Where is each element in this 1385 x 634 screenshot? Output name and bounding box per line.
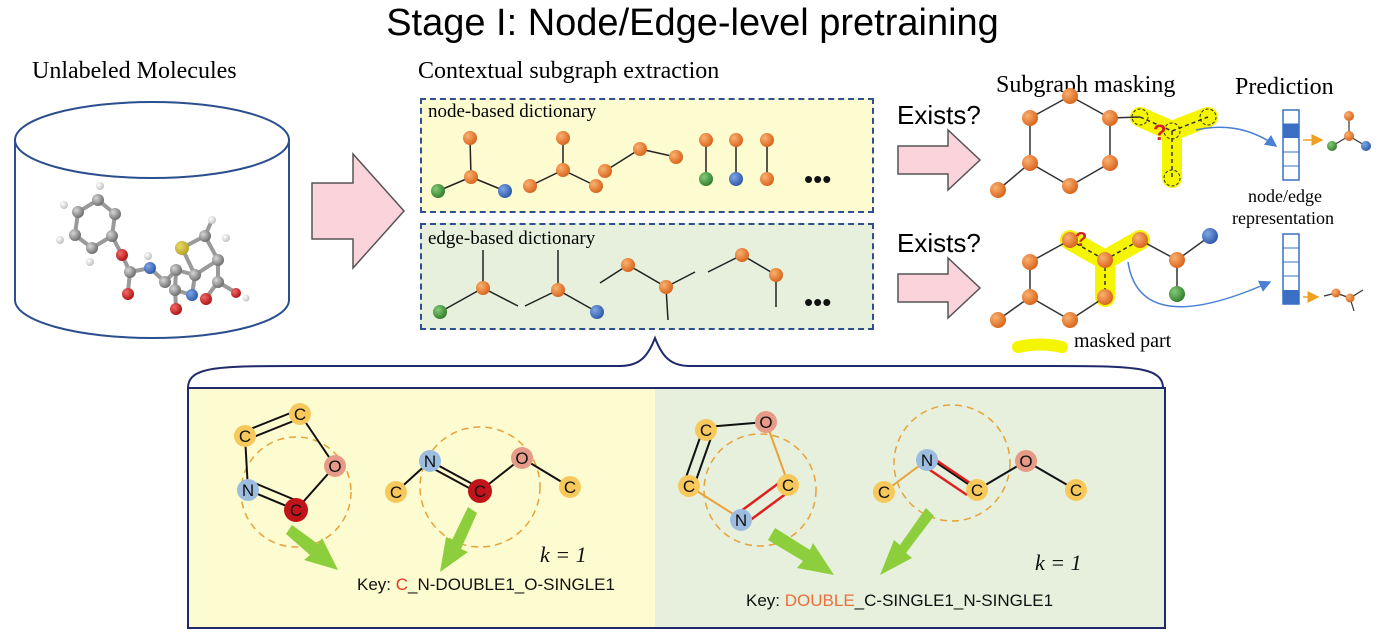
prediction-vector-bottom (1282, 233, 1300, 305)
label-contextual-subgraph-extraction: Contextual subgraph extraction (418, 58, 720, 84)
exists-label-edge: Exists? (897, 228, 981, 258)
atom-label: C (683, 477, 695, 496)
atom-label: O (515, 449, 528, 468)
detail-left-green-arrows (286, 507, 477, 572)
key-rest: _N-DOUBLE1_O-SINGLE1 (407, 575, 615, 594)
masked-graph-edge-level (990, 228, 1218, 328)
node-dictionary-ellipsis: ••• (804, 164, 831, 194)
atom-label: C (290, 501, 302, 520)
exists-arrow-node-icon (897, 128, 982, 192)
big-arrow-icon (311, 152, 406, 270)
masked-graph-node-level (990, 88, 1218, 198)
exists-label-node: Exists? (897, 100, 981, 130)
detail-right-k-label: k = 1 (1035, 550, 1082, 575)
masked-edge-question-mark: ? (1075, 229, 1087, 251)
key-prefix: Key: (746, 591, 785, 610)
node-edge-representation-line1: node/edge (1248, 186, 1322, 206)
atom-label: C (878, 483, 890, 502)
node-edge-representation-line2: representation (1232, 208, 1334, 228)
label-unlabeled-molecules: Unlabeled Molecules (32, 58, 237, 84)
detail-right-key: Key: DOUBLE_C-SINGLE1_N-SINGLE1 (746, 591, 1053, 610)
atom-label: C (1070, 481, 1082, 500)
label-prediction: Prediction (1235, 74, 1334, 100)
prediction-vector-top (1282, 109, 1300, 181)
detail-left-atoms (234, 403, 581, 522)
detail-panel-border (187, 387, 1166, 629)
edge-dictionary-label: edge-based dictionary (428, 228, 596, 249)
edge-dictionary-ellipsis: ••• (804, 287, 831, 317)
atom-label: N (921, 451, 933, 470)
label-subgraph-masking: Subgraph masking (996, 72, 1176, 98)
atom-label: C (474, 482, 486, 501)
atom-label: N (424, 452, 436, 471)
detail-panel-right (655, 388, 1165, 628)
prediction-arrow-top (1195, 126, 1278, 147)
detail-right-green-arrows (768, 508, 934, 575)
atom-label: C (564, 478, 576, 497)
masked-part-label: masked part (1074, 330, 1172, 352)
atom-label: C (294, 405, 306, 424)
figure-title: Stage I: Node/Edge-level pretraining (386, 2, 999, 44)
masked-part-swatch (1012, 338, 1068, 353)
node-dictionary-graphs (431, 131, 774, 198)
node-dictionary-label: node-based dictionary (428, 101, 597, 122)
database-cylinder-icon (14, 101, 290, 339)
predicted-edge-subgraph-icon (1303, 288, 1364, 312)
atom-label: O (328, 457, 341, 476)
atom-label: C (239, 427, 251, 446)
brace-connector (187, 335, 1164, 389)
detail-panel-left (188, 388, 655, 628)
detail-right-atoms (678, 411, 1087, 531)
edge-dictionary-graphs (433, 248, 783, 321)
key-highlight: DOUBLE (785, 591, 855, 610)
molecule-atoms (56, 182, 250, 315)
atom-label: C (700, 421, 712, 440)
prediction-arrow-bottom (1127, 261, 1272, 308)
atom-label: O (1019, 452, 1032, 471)
atom-label: N (242, 481, 254, 500)
atom-label: O (759, 413, 772, 432)
detail-left-k-label: k = 1 (540, 542, 587, 567)
node-dictionary-panel (420, 98, 874, 213)
detail-left-molecules (240, 409, 571, 548)
atom-label: N (735, 511, 747, 530)
exists-arrow-edge-icon (897, 256, 982, 320)
key-prefix: Key: (357, 575, 396, 594)
key-rest: _C-SINGLE1_N-SINGLE1 (854, 591, 1053, 610)
predicted-node-subgraph-icon (1303, 111, 1371, 151)
key-highlight: C (396, 575, 408, 594)
detail-left-key: Key: C_N-DOUBLE1_O-SINGLE1 (357, 575, 615, 594)
atom-label: C (782, 476, 794, 495)
atom-label: C (390, 483, 402, 502)
atom-label: C (971, 481, 983, 500)
masked-node-question-mark: ? (1153, 120, 1166, 145)
